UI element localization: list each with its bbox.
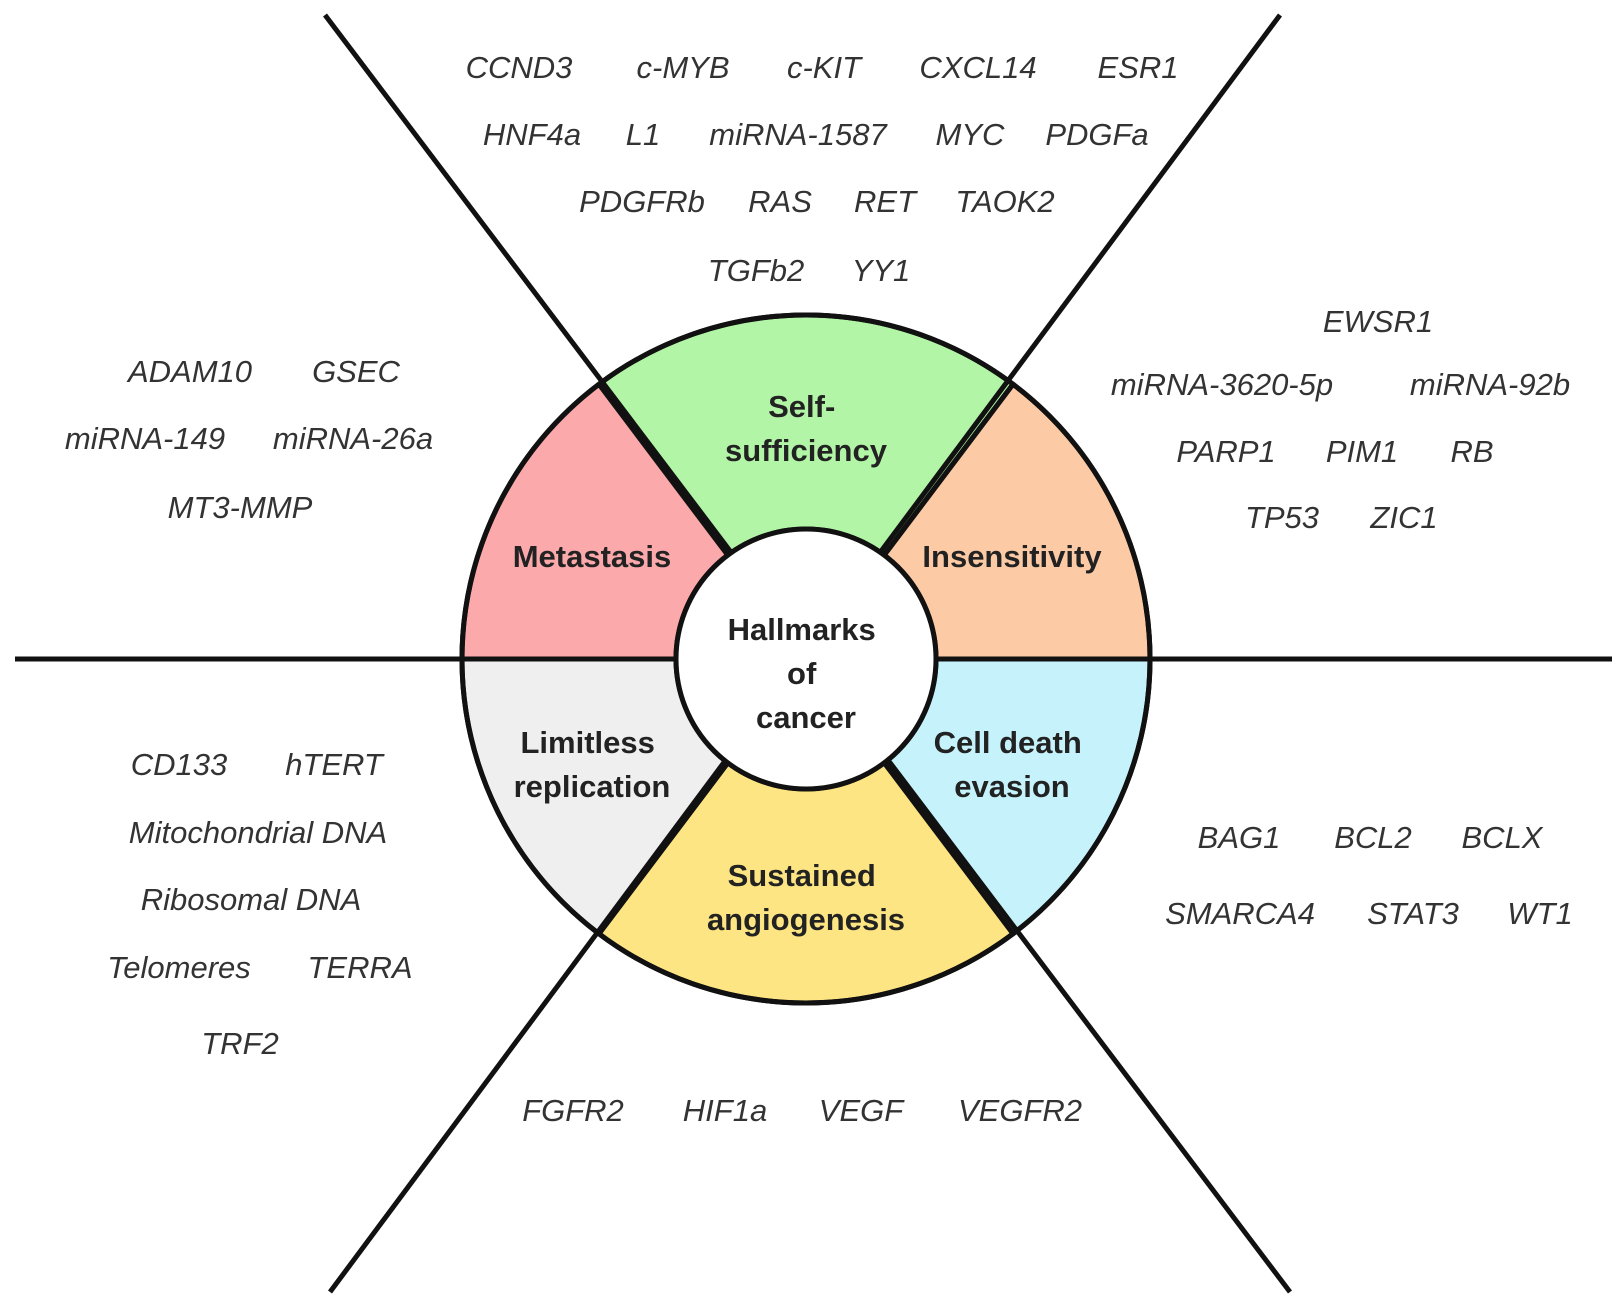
- label-cell-death-evasion: Cell death evasion: [934, 725, 1091, 804]
- gene-label: BCL2: [1334, 820, 1412, 855]
- label-line: Insensitivity: [922, 539, 1102, 574]
- gene-label: HIF1a: [683, 1093, 767, 1128]
- gene-label: RB: [1450, 434, 1493, 469]
- gene-label: SMARCA4: [1165, 896, 1315, 931]
- label-line: Metastasis: [513, 539, 672, 574]
- gene-label: HNF4a: [483, 117, 581, 152]
- gene-label: MYC: [936, 117, 1006, 152]
- center-label-line: cancer: [756, 700, 856, 735]
- gene-label: PIM1: [1326, 434, 1398, 469]
- gene-label: miRNA-1587: [709, 117, 888, 152]
- gene-label: YY1: [852, 253, 911, 288]
- gene-label: miRNA-149: [65, 421, 225, 456]
- gene-label: VEGF: [819, 1093, 905, 1128]
- gene-label: ESR1: [1098, 50, 1179, 85]
- gene-label: miRNA-26a: [273, 421, 433, 456]
- gene-label: PDGFRb: [579, 184, 705, 219]
- label-sustained-angiogenesis: Sustained angiogenesis: [707, 858, 905, 937]
- label-line: replication: [514, 769, 671, 804]
- label-line: Limitless: [520, 725, 654, 760]
- gene-label: TERRA: [307, 950, 412, 985]
- label-line: Self-: [768, 389, 835, 424]
- center-circle: [673, 526, 939, 792]
- gene-label: RAS: [748, 184, 812, 219]
- gene-label: CD133: [131, 747, 228, 782]
- gene-label: CXCL14: [919, 50, 1036, 85]
- label-insensitivity: Insensitivity: [922, 539, 1102, 574]
- gene-label: Mitochondrial DNA: [129, 815, 387, 850]
- gene-label: WT1: [1507, 896, 1572, 931]
- gene-label: FGFR2: [522, 1093, 624, 1128]
- gene-label: EWSR1: [1323, 304, 1433, 339]
- label-line: sufficiency: [725, 433, 888, 468]
- label-self-sufficiency: Self- sufficiency: [725, 389, 888, 468]
- gene-label: PDGFa: [1045, 117, 1148, 152]
- center-label-line: of: [787, 656, 817, 691]
- gene-label: L1: [626, 117, 660, 152]
- gene-label: TRF2: [201, 1026, 279, 1061]
- gene-label: VEGFR2: [958, 1093, 1082, 1128]
- gene-label: ADAM10: [126, 354, 252, 389]
- label-limitless-replication: Limitless replication: [514, 725, 671, 804]
- gene-group-self-sufficiency: CCND3 c-MYB c-KIT CXCL14 ESR1 HNF4a L1 m…: [466, 50, 1179, 288]
- gene-label: MT3-MMP: [168, 490, 313, 525]
- gene-label: c-MYB: [637, 50, 730, 85]
- gene-group-metastasis: ADAM10 GSEC miRNA-149 miRNA-26a MT3-MMP: [65, 354, 433, 525]
- gene-label: GSEC: [312, 354, 400, 389]
- label-line: Cell death: [934, 725, 1082, 760]
- gene-label: hTERT: [285, 747, 385, 782]
- gene-label: ZIC1: [1369, 500, 1437, 535]
- gene-label: BCLX: [1462, 820, 1544, 855]
- gene-label: miRNA-3620-5p: [1111, 367, 1333, 402]
- gene-label: Telomeres: [107, 950, 251, 985]
- gene-label: RET: [854, 184, 918, 219]
- gene-label: Ribosomal DNA: [141, 882, 362, 917]
- label-line: evasion: [954, 769, 1069, 804]
- gene-label: STAT3: [1367, 896, 1459, 931]
- label-line: angiogenesis: [707, 902, 905, 937]
- gene-group-sustained-angiogenesis: FGFR2 HIF1a VEGF VEGFR2: [522, 1093, 1082, 1128]
- gene-group-cell-death-evasion: BAG1 BCL2 BCLX SMARCA4 STAT3 WT1: [1165, 820, 1573, 931]
- gene-label: miRNA-92b: [1410, 367, 1570, 402]
- center-label-line: Hallmarks: [728, 612, 876, 647]
- gene-label: CCND3: [466, 50, 573, 85]
- gene-group-insensitivity: EWSR1 miRNA-3620-5p miRNA-92b PARP1 PIM1…: [1111, 304, 1570, 535]
- outer-ring: [459, 312, 1153, 1006]
- gene-group-limitless-replication: CD133 hTERT Mitochondrial DNA Ribosomal …: [107, 747, 412, 1061]
- gene-label: c-KIT: [787, 50, 863, 85]
- gene-label: BAG1: [1198, 820, 1281, 855]
- label-line: Sustained: [728, 858, 876, 893]
- gene-label: TGFb2: [708, 253, 804, 288]
- gene-label: PARP1: [1176, 434, 1275, 469]
- gene-label: TAOK2: [955, 184, 1054, 219]
- label-metastasis: Metastasis: [513, 539, 672, 574]
- gene-label: TP53: [1245, 500, 1319, 535]
- center-label: Hallmarks of cancer: [728, 612, 885, 735]
